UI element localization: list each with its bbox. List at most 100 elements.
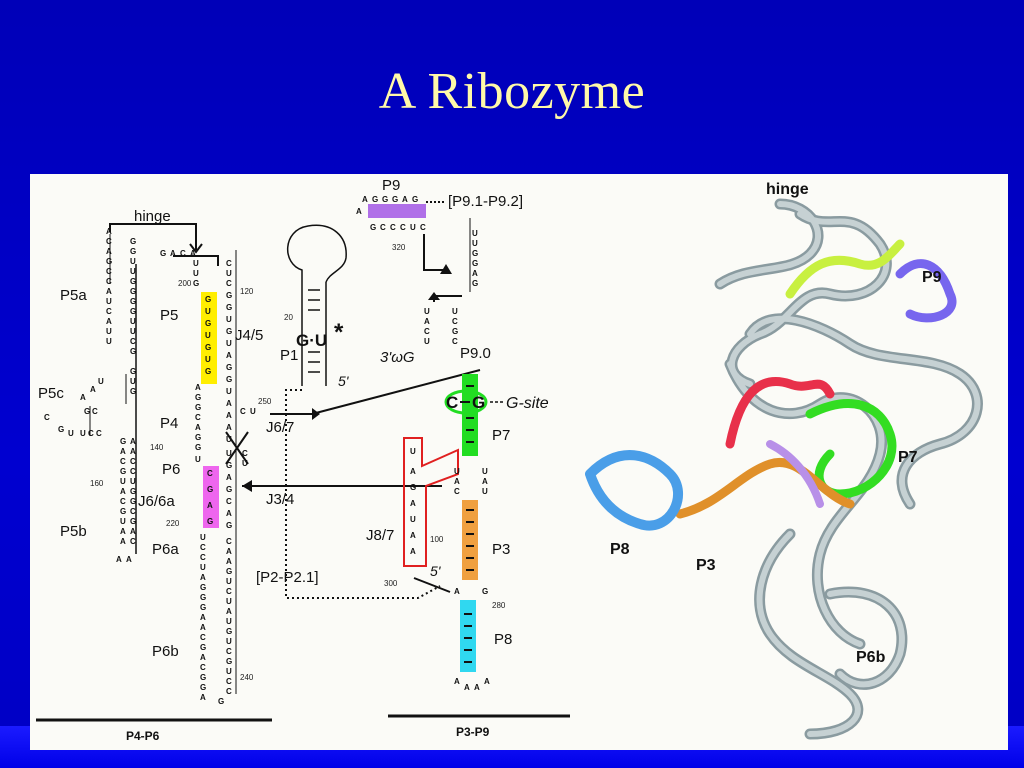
svg-text:U: U	[482, 467, 488, 476]
svg-text:U: U	[242, 459, 248, 468]
p9-label: P9	[382, 177, 400, 194]
svg-text:G: G	[412, 195, 418, 204]
svg-text:C: C	[400, 223, 406, 232]
svg-text:A: A	[464, 683, 470, 692]
num-280: 280	[492, 601, 506, 610]
svg-text:C: C	[420, 223, 426, 232]
p8-helix	[460, 600, 476, 672]
svg-text:A: A	[200, 573, 206, 582]
svg-text:U: U	[120, 477, 126, 486]
gsite-label: G-site	[506, 395, 549, 412]
svg-text:A: A	[106, 247, 112, 256]
svg-text:C: C	[130, 507, 136, 516]
svg-text:G: G	[130, 367, 136, 376]
p3p8-ribbon	[766, 440, 824, 508]
svg-text:A: A	[410, 531, 416, 540]
svg-text:G: G	[226, 327, 232, 336]
svg-text:G: G	[218, 697, 224, 706]
svg-text:U: U	[68, 429, 74, 438]
svg-text:U: U	[226, 387, 232, 396]
svg-text:C: C	[424, 327, 430, 336]
svg-text:A: A	[106, 317, 112, 326]
svg-text:U: U	[226, 617, 232, 626]
svg-text:C: C	[130, 457, 136, 466]
svg-text:U: U	[410, 447, 416, 456]
svg-text:A: A	[410, 499, 416, 508]
p5a-label: P5a	[60, 287, 87, 304]
svg-text:G: G	[472, 279, 478, 288]
svg-text:G: G	[160, 249, 166, 258]
p3-helix	[462, 500, 478, 580]
svg-text:G: G	[106, 257, 112, 266]
svg-text:C: C	[380, 223, 386, 232]
svg-text:A: A	[106, 227, 112, 236]
svg-text:G: G	[207, 517, 213, 526]
svg-text:U: U	[454, 467, 460, 476]
svg-text:A: A	[195, 383, 201, 392]
svg-text:U: U	[410, 223, 416, 232]
svg-text:U: U	[130, 477, 136, 486]
svg-text:A: A	[362, 195, 368, 204]
svg-text:G: G	[205, 319, 211, 328]
svg-text:G: G	[226, 657, 232, 666]
svg-text:G: G	[130, 517, 136, 526]
svg-text:G: G	[207, 485, 213, 494]
svg-text:C: C	[226, 677, 232, 686]
svg-text:C: C	[106, 237, 112, 246]
svg-text:A: A	[424, 317, 430, 326]
svg-text:C: C	[226, 687, 232, 696]
ribbon-p3-label: P3	[696, 557, 716, 574]
svg-text:A: A	[80, 393, 86, 402]
svg-text:C: C	[240, 407, 246, 416]
svg-text:U: U	[472, 239, 478, 248]
p1-label: P1	[280, 347, 298, 364]
svg-text:G: G	[226, 363, 232, 372]
svg-text:G: G	[130, 487, 136, 496]
svg-text:A: A	[120, 487, 126, 496]
svg-text:C: C	[106, 277, 112, 286]
p8-ribbon	[585, 450, 684, 531]
svg-text:U: U	[195, 455, 201, 464]
svg-text:U: U	[130, 267, 136, 276]
svg-text:G: G	[200, 583, 206, 592]
svg-text:U: U	[106, 327, 112, 336]
ribbon-p8-label: P8	[610, 541, 630, 558]
p6a-label: P6a	[152, 541, 179, 558]
svg-text:A: A	[226, 557, 232, 566]
svg-text:U: U	[205, 307, 211, 316]
svg-text:C: C	[226, 259, 232, 268]
svg-text:G: G	[472, 259, 478, 268]
svg-text:G: G	[452, 327, 458, 336]
svg-text:C: C	[130, 537, 136, 546]
j67-label: J6/7	[266, 419, 294, 436]
svg-text:A: A	[484, 677, 490, 686]
p3-ribbon	[675, 457, 855, 519]
svg-text:U: U	[205, 331, 211, 340]
svg-text:G: G	[370, 223, 376, 232]
num-140: 140	[150, 443, 164, 452]
j87-ribbon	[725, 377, 835, 449]
svg-text:U: U	[226, 637, 232, 646]
svg-text:A: A	[170, 249, 176, 258]
svg-text:C: C	[452, 317, 458, 326]
svg-text:C: C	[88, 429, 94, 438]
svg-text:G: G	[205, 343, 211, 352]
svg-text:A: A	[190, 249, 196, 258]
svg-text:A: A	[410, 467, 416, 476]
j87-box	[403, 437, 459, 567]
svg-text:U: U	[120, 517, 126, 526]
svg-text:A: A	[116, 555, 122, 564]
svg-text:G: G	[226, 303, 232, 312]
num-240: 240	[240, 673, 254, 682]
svg-text:U: U	[482, 487, 488, 496]
p7-helix	[462, 374, 478, 456]
svg-text:A: A	[226, 411, 232, 420]
ribbon-hinge-label: hinge	[766, 181, 809, 198]
svg-text:A: A	[200, 693, 206, 702]
svg-text:U: U	[226, 667, 232, 676]
svg-text:A: A	[226, 351, 232, 360]
svg-text:U: U	[130, 257, 136, 266]
svg-text:A: A	[120, 447, 126, 456]
